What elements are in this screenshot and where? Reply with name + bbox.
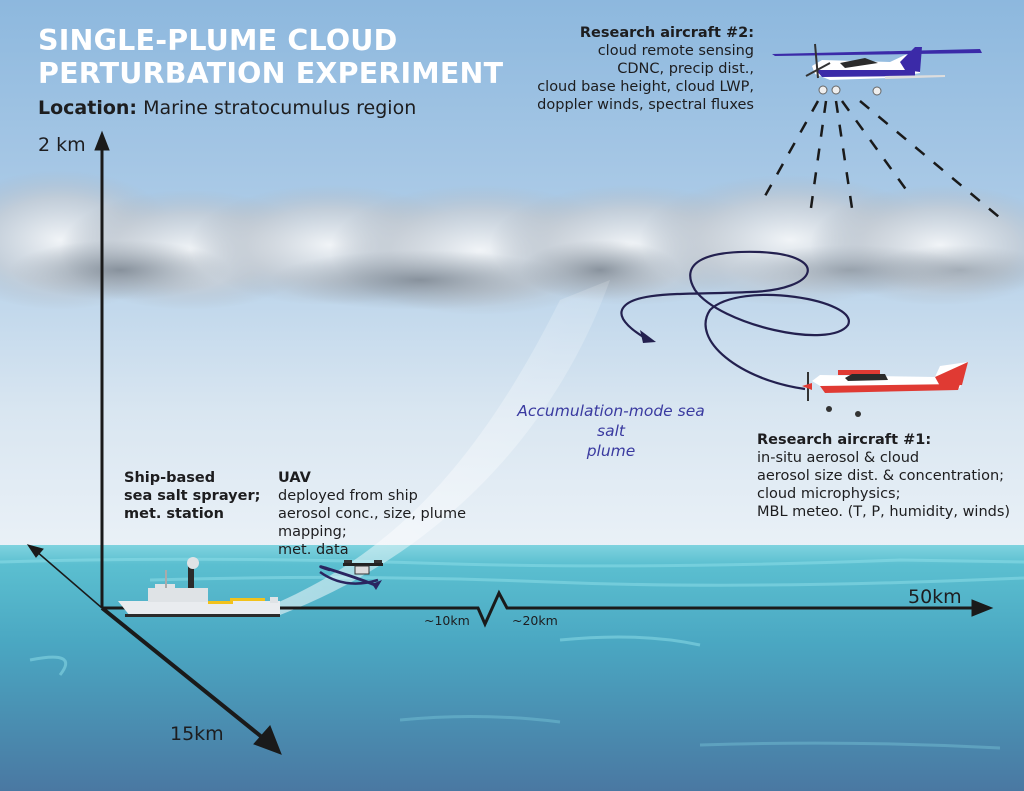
uav-line: aerosol conc., size, plume mapping; xyxy=(278,506,467,540)
horizontal-axis-label: 50km xyxy=(908,586,962,608)
uav-description: UAV deployed from ship aerosol conc., si… xyxy=(278,469,538,559)
uav-line: deployed from ship xyxy=(278,488,418,504)
uav-drone-icon xyxy=(319,560,383,590)
aircraft-2-heading: Research aircraft #2: xyxy=(579,25,754,41)
uav-line: met. data xyxy=(278,542,349,558)
flight-path-arrow xyxy=(640,330,656,343)
axes xyxy=(26,130,994,755)
horizontal-axis xyxy=(102,589,975,628)
aircraft-1-line: MBL meteo. (T, P, humidity, winds) xyxy=(757,504,1011,520)
aircraft-1-line: aerosol size dist. & concentration; xyxy=(757,468,1005,484)
depth-axis-front-arrow xyxy=(253,725,282,755)
aircraft-1-line: cloud microphysics; xyxy=(757,486,901,502)
plume-label-line: plume xyxy=(586,442,636,460)
aircraft-2-line: cloud remote sensing xyxy=(597,43,754,59)
depth-axis-label: 15km xyxy=(170,723,224,745)
ship-icon xyxy=(118,557,280,617)
aircraft-2-line: cloud base height, cloud LWP, xyxy=(537,79,754,95)
ship-line: sea salt sprayer; xyxy=(124,488,261,504)
aircraft-2-description: Research aircraft #2: cloud remote sensi… xyxy=(470,24,754,114)
research-aircraft-2-icon xyxy=(772,43,982,96)
location-heading: Location: xyxy=(38,97,138,119)
sea-salt-plume xyxy=(265,280,610,615)
flight-path xyxy=(620,250,850,391)
vertical-axis-arrow xyxy=(94,130,110,151)
ship-description: Ship-based sea salt sprayer; met. statio… xyxy=(124,469,260,523)
aircraft-1-line: in-situ aerosol & cloud xyxy=(757,450,920,466)
remote-sensing-beams xyxy=(758,100,1006,223)
depth-axis-back xyxy=(35,550,103,609)
ship-line: Ship-based xyxy=(124,470,216,486)
cloud-layer xyxy=(0,170,1024,315)
aircraft-1-description: Research aircraft #1: in-situ aerosol & … xyxy=(757,431,1024,521)
plume-label: Accumulation-mode sea salt plume xyxy=(506,401,716,461)
ship-line: met. station xyxy=(124,506,224,522)
aircraft-1-heading: Research aircraft #1: xyxy=(757,432,932,448)
title-line-2: PERTURBATION EXPERIMENT xyxy=(38,57,504,90)
research-aircraft-1-icon xyxy=(802,362,968,417)
vertical-axis-label: 2 km xyxy=(38,134,86,156)
page-title: SINGLE-PLUME CLOUD PERTURBATION EXPERIME… xyxy=(38,24,503,90)
aircraft-2-line: doppler winds, spectral fluxes xyxy=(537,97,754,113)
sea-waves xyxy=(0,557,1024,750)
location-value: Marine stratocumulus region xyxy=(143,97,417,119)
location-label: Location: Marine stratocumulus region xyxy=(38,97,416,119)
title-line-1: SINGLE-PLUME CLOUD xyxy=(38,24,398,57)
axis-break-left-label: ~10km xyxy=(424,613,470,628)
depth-axis-front xyxy=(100,606,270,744)
depth-axis-back-arrow xyxy=(26,544,44,558)
horizontal-axis-arrow xyxy=(971,599,994,617)
uav-heading: UAV xyxy=(278,470,311,486)
plume-label-line: Accumulation-mode sea salt xyxy=(517,402,705,440)
aircraft-2-line: CDNC, precip dist., xyxy=(617,61,754,77)
axis-break-right-label: ~20km xyxy=(512,613,558,628)
